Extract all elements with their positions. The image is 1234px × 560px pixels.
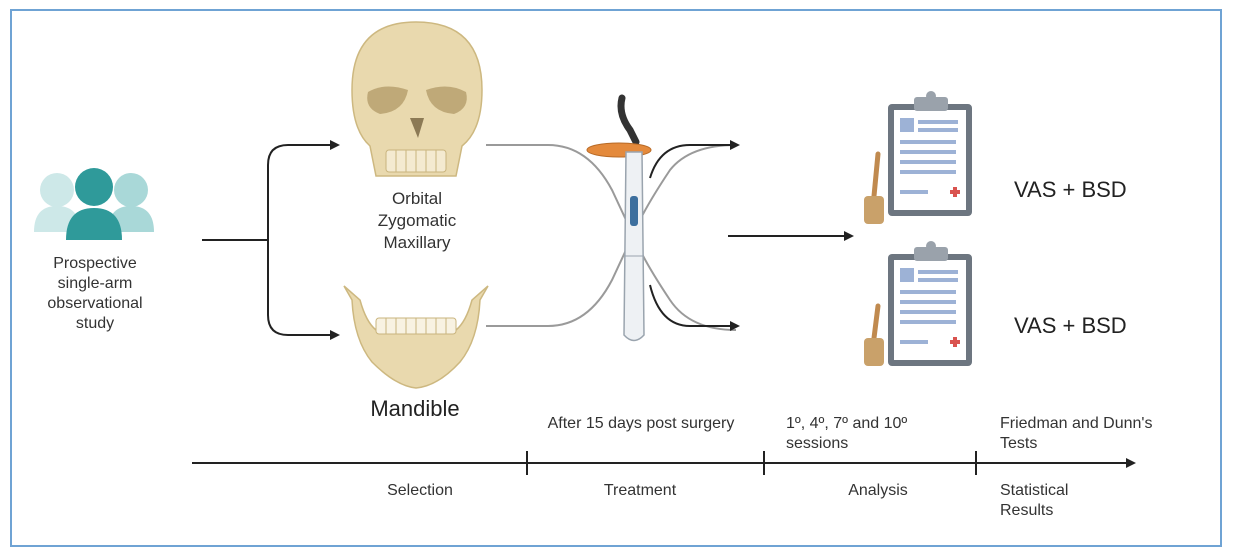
curing-light-icon xyxy=(586,94,652,342)
timeline-bottom-label-analysis: Analysis xyxy=(848,482,908,499)
upper-region-label: Orbital Zygomatic Maxillary xyxy=(377,189,457,252)
selection-arrows xyxy=(202,140,340,340)
timeline-top-label-treatment: After 15 days post surgery xyxy=(547,415,735,432)
clipboard-icon xyxy=(888,241,972,366)
study-label: Prospective single-arm observational stu… xyxy=(47,255,143,332)
timeline-bottom-label-selection: Selection xyxy=(387,482,453,499)
brush-icon xyxy=(864,151,884,224)
brush-icon xyxy=(864,303,884,366)
treatment-paths xyxy=(486,144,737,331)
outcome-top-label: VAS + BSD xyxy=(1014,177,1127,202)
people-icon xyxy=(34,168,154,240)
timeline-top-label-analysis: 1º, 4º, 7º and 10º sessions xyxy=(786,415,908,452)
diagram-frame xyxy=(10,9,1222,547)
timeline-top-label-statistics: Friedman and Dunn's Tests xyxy=(1000,415,1153,452)
skull-icon xyxy=(351,21,483,177)
analysis-arrows xyxy=(649,140,854,331)
timeline-bottom-label-treatment: Treatment xyxy=(603,482,677,499)
mandible-icon xyxy=(343,285,489,389)
timeline-axis xyxy=(192,451,1136,475)
clipboard-icon xyxy=(888,91,972,216)
lower-region-label: Mandible xyxy=(370,396,460,421)
timeline-bottom-label-results: Statistical Results xyxy=(1000,482,1069,519)
outcome-bottom-label: VAS + BSD xyxy=(1014,313,1127,338)
